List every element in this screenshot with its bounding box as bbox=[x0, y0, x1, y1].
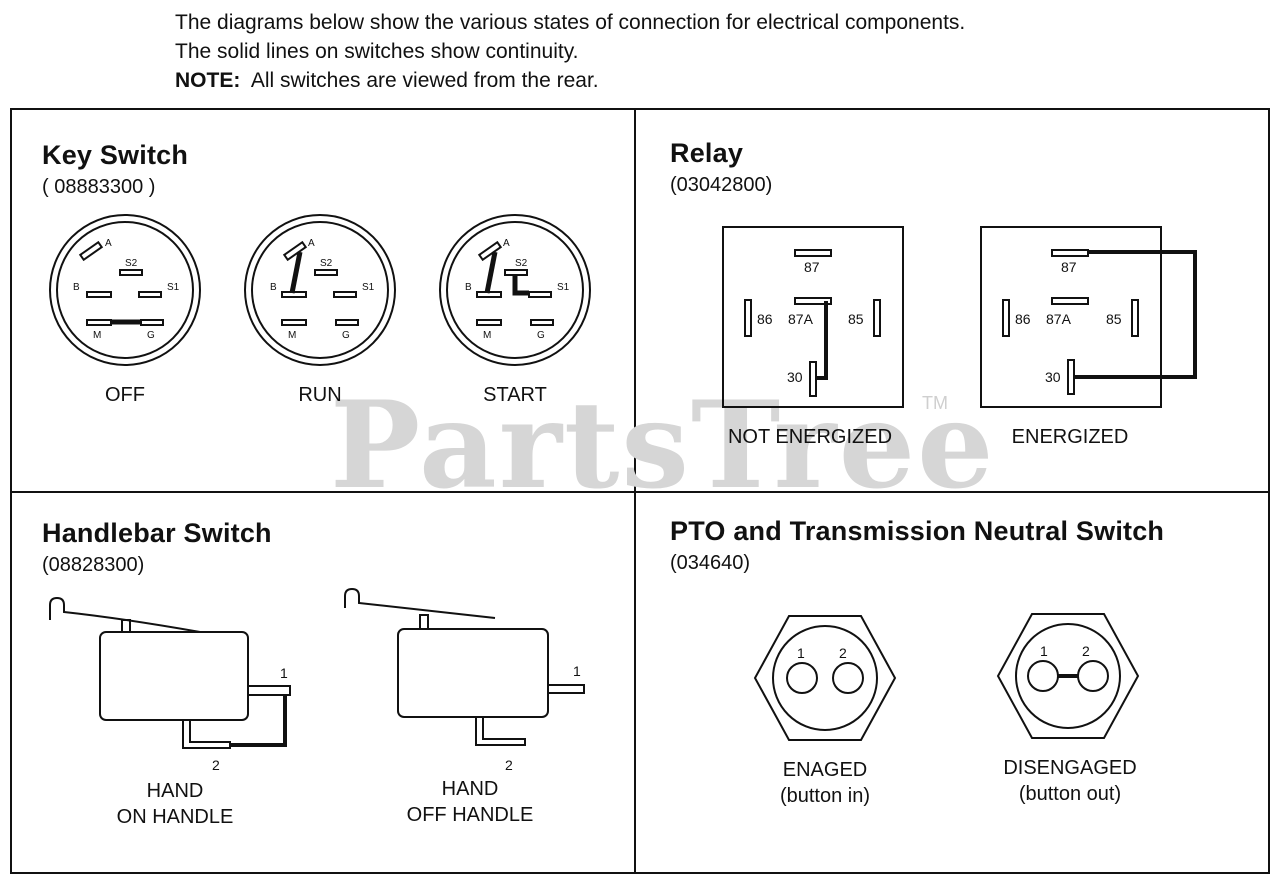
caption-line-2: (button in) bbox=[779, 785, 871, 807]
terminal-1-label: 1 bbox=[280, 665, 288, 681]
terminal-1-label: 1 bbox=[1040, 643, 1048, 659]
terminal-a-label: A bbox=[503, 238, 510, 249]
terminal-s1-label: S1 bbox=[167, 282, 180, 293]
terminal-b-label: B bbox=[73, 282, 80, 293]
terminal-86-label: 86 bbox=[1015, 311, 1031, 327]
handlebar-switch-diagrams: 1 2 1 2 bbox=[49, 587, 585, 773]
handlebar-switch-title: Handlebar Switch bbox=[42, 518, 272, 548]
terminal-b-label: B bbox=[270, 282, 277, 293]
caption-line-1: HAND bbox=[146, 780, 204, 802]
relay-energized-caption: ENERGIZED bbox=[1011, 426, 1129, 448]
relay-energized-diagram: 87 86 87A 85 30 bbox=[980, 226, 1197, 408]
trademark-mark: TM bbox=[922, 393, 948, 413]
key-switch-part-number: ( 08883300 ) bbox=[42, 176, 156, 198]
intro-line-1: The diagrams below show the various stat… bbox=[175, 11, 966, 34]
handlebar-switch-part-number: (08828300) bbox=[42, 554, 145, 576]
pto-switch-part-number: (034640) bbox=[670, 552, 751, 574]
note-text: All switches are viewed from the rear. bbox=[250, 69, 599, 92]
terminal-87-label: 87 bbox=[1061, 259, 1077, 275]
key-switch-title: Key Switch bbox=[42, 140, 189, 170]
key-switch-start-diagram: A S2 B S1 M G bbox=[439, 214, 591, 366]
terminal-s2-label: S2 bbox=[320, 258, 333, 269]
handlebar-hand-off-caption: HAND OFF HANDLE bbox=[370, 776, 570, 828]
terminal-m-label: M bbox=[288, 330, 296, 341]
key-switch-diagrams: A S2 B S1 M G A S2 B S1 M G A S2 bbox=[49, 214, 591, 366]
terminal-1-label: 1 bbox=[573, 663, 581, 679]
handlebar-hand-off-diagram: 1 2 bbox=[344, 587, 585, 773]
terminal-m-label: M bbox=[483, 330, 491, 341]
pto-disengaged-caption: DISENGAGED (button out) bbox=[970, 755, 1170, 807]
watermark: PartsTree bbox=[330, 375, 996, 516]
key-switch-off-diagram: A S2 B S1 M G bbox=[49, 214, 201, 366]
horizontal-divider bbox=[10, 491, 1270, 493]
note-label: NOTE: bbox=[175, 69, 241, 92]
relay-diagrams: 87 86 87A 85 30 87 86 87A 85 30 bbox=[722, 226, 1197, 408]
terminal-m-label: M bbox=[93, 330, 101, 341]
terminal-2-label: 2 bbox=[212, 757, 220, 773]
relay-title: Relay bbox=[670, 138, 744, 168]
terminal-s1-label: S1 bbox=[362, 282, 375, 293]
terminal-s2-label: S2 bbox=[515, 258, 528, 269]
terminal-30-label: 30 bbox=[787, 369, 803, 385]
relay-part-number: (03042800) bbox=[670, 174, 773, 196]
terminal-b-label: B bbox=[465, 282, 472, 293]
terminal-2-label: 2 bbox=[839, 645, 847, 661]
handlebar-hand-on-diagram: 1 2 bbox=[49, 596, 291, 773]
key-switch-start-caption: START bbox=[483, 384, 547, 406]
terminal-87-label: 87 bbox=[804, 259, 820, 275]
pto-engaged-caption: ENAGED (button in) bbox=[735, 757, 915, 809]
terminal-a-label: A bbox=[308, 238, 315, 249]
terminal-30-label: 30 bbox=[1045, 369, 1061, 385]
handlebar-hand-on-caption: HAND ON HANDLE bbox=[75, 778, 275, 830]
key-switch-off-caption: OFF bbox=[105, 384, 145, 406]
terminal-2-label: 2 bbox=[505, 757, 513, 773]
pto-disengaged-diagram: 1 2 bbox=[996, 613, 1140, 739]
relay-not-energized-diagram: 87 86 87A 85 30 bbox=[722, 226, 904, 408]
caption-line-2: OFF HANDLE bbox=[406, 804, 534, 826]
terminal-1-label: 1 bbox=[797, 645, 805, 661]
caption-line-1: DISENGAGED bbox=[1003, 757, 1137, 779]
terminal-87a-label: 87A bbox=[1046, 311, 1072, 327]
terminal-s2-label: S2 bbox=[125, 258, 138, 269]
terminal-85-label: 85 bbox=[848, 311, 864, 327]
caption-line-2: (button out) bbox=[1018, 783, 1122, 805]
caption-line-1: ENAGED bbox=[782, 759, 868, 781]
caption-line-2: ON HANDLE bbox=[116, 806, 234, 828]
terminal-85-label: 85 bbox=[1106, 311, 1122, 327]
pto-engaged-diagram: 1 2 bbox=[753, 615, 897, 741]
terminal-g-label: G bbox=[537, 330, 545, 341]
terminal-g-label: G bbox=[342, 330, 350, 341]
caption-line-1: HAND bbox=[441, 778, 499, 800]
terminal-87a-label: 87A bbox=[788, 311, 814, 327]
terminal-2-label: 2 bbox=[1082, 643, 1090, 659]
terminal-86-label: 86 bbox=[757, 311, 773, 327]
key-switch-run-caption: RUN bbox=[298, 384, 342, 406]
pto-switch-title: PTO and Transmission Neutral Switch bbox=[670, 516, 1165, 546]
key-switch-run-diagram: A S2 B S1 M G bbox=[244, 214, 396, 366]
terminal-s1-label: S1 bbox=[557, 282, 570, 293]
intro-note: NOTE: All switches are viewed from the r… bbox=[175, 66, 965, 95]
relay-not-energized-caption: NOT ENERGIZED bbox=[727, 426, 893, 448]
intro-line-2: The solid lines on switches show continu… bbox=[175, 40, 579, 63]
terminal-g-label: G bbox=[147, 330, 155, 341]
intro-text: The diagrams below show the various stat… bbox=[175, 8, 965, 95]
terminal-a-label: A bbox=[105, 238, 112, 249]
